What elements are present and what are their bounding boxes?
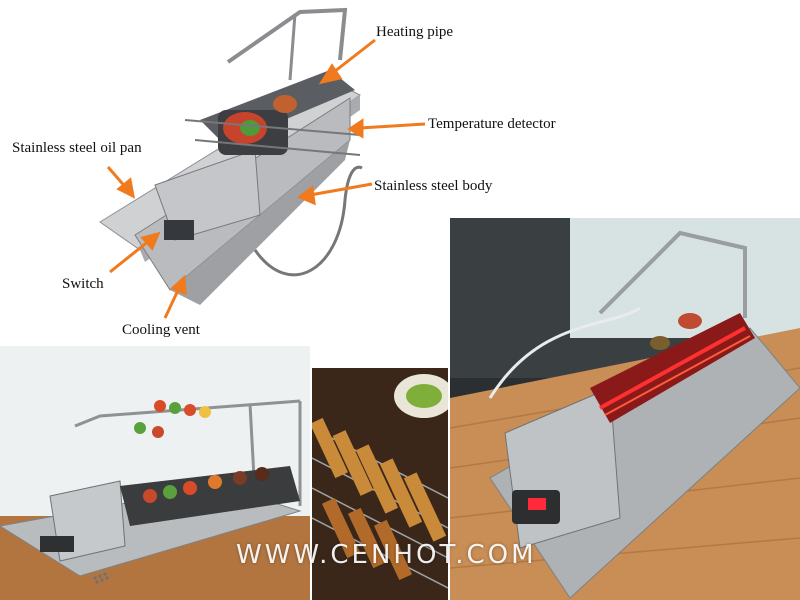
label-temperature-detector: Temperature detector xyxy=(428,116,556,132)
grill-photo-right xyxy=(450,218,800,600)
grill-illustration xyxy=(99,7,426,319)
watermark-text: WWW.CENHOT.COM xyxy=(236,540,537,570)
label-oil-pan: Stainless steel oil pan xyxy=(12,140,142,156)
label-cooling-vent: Cooling vent xyxy=(122,322,200,338)
label-body: Stainless steel body xyxy=(374,178,493,194)
product-diagram: Heating pipe Temperature detector Stainl… xyxy=(12,7,556,338)
photo-skewers-closeup xyxy=(312,368,448,600)
grill-photo-left xyxy=(0,346,310,600)
label-switch: Switch xyxy=(62,276,104,292)
photo-grill-skewers xyxy=(0,346,310,600)
skewers-closeup xyxy=(312,368,448,600)
photo-grill-in-use xyxy=(450,218,800,600)
label-heating-pipe: Heating pipe xyxy=(376,24,454,40)
